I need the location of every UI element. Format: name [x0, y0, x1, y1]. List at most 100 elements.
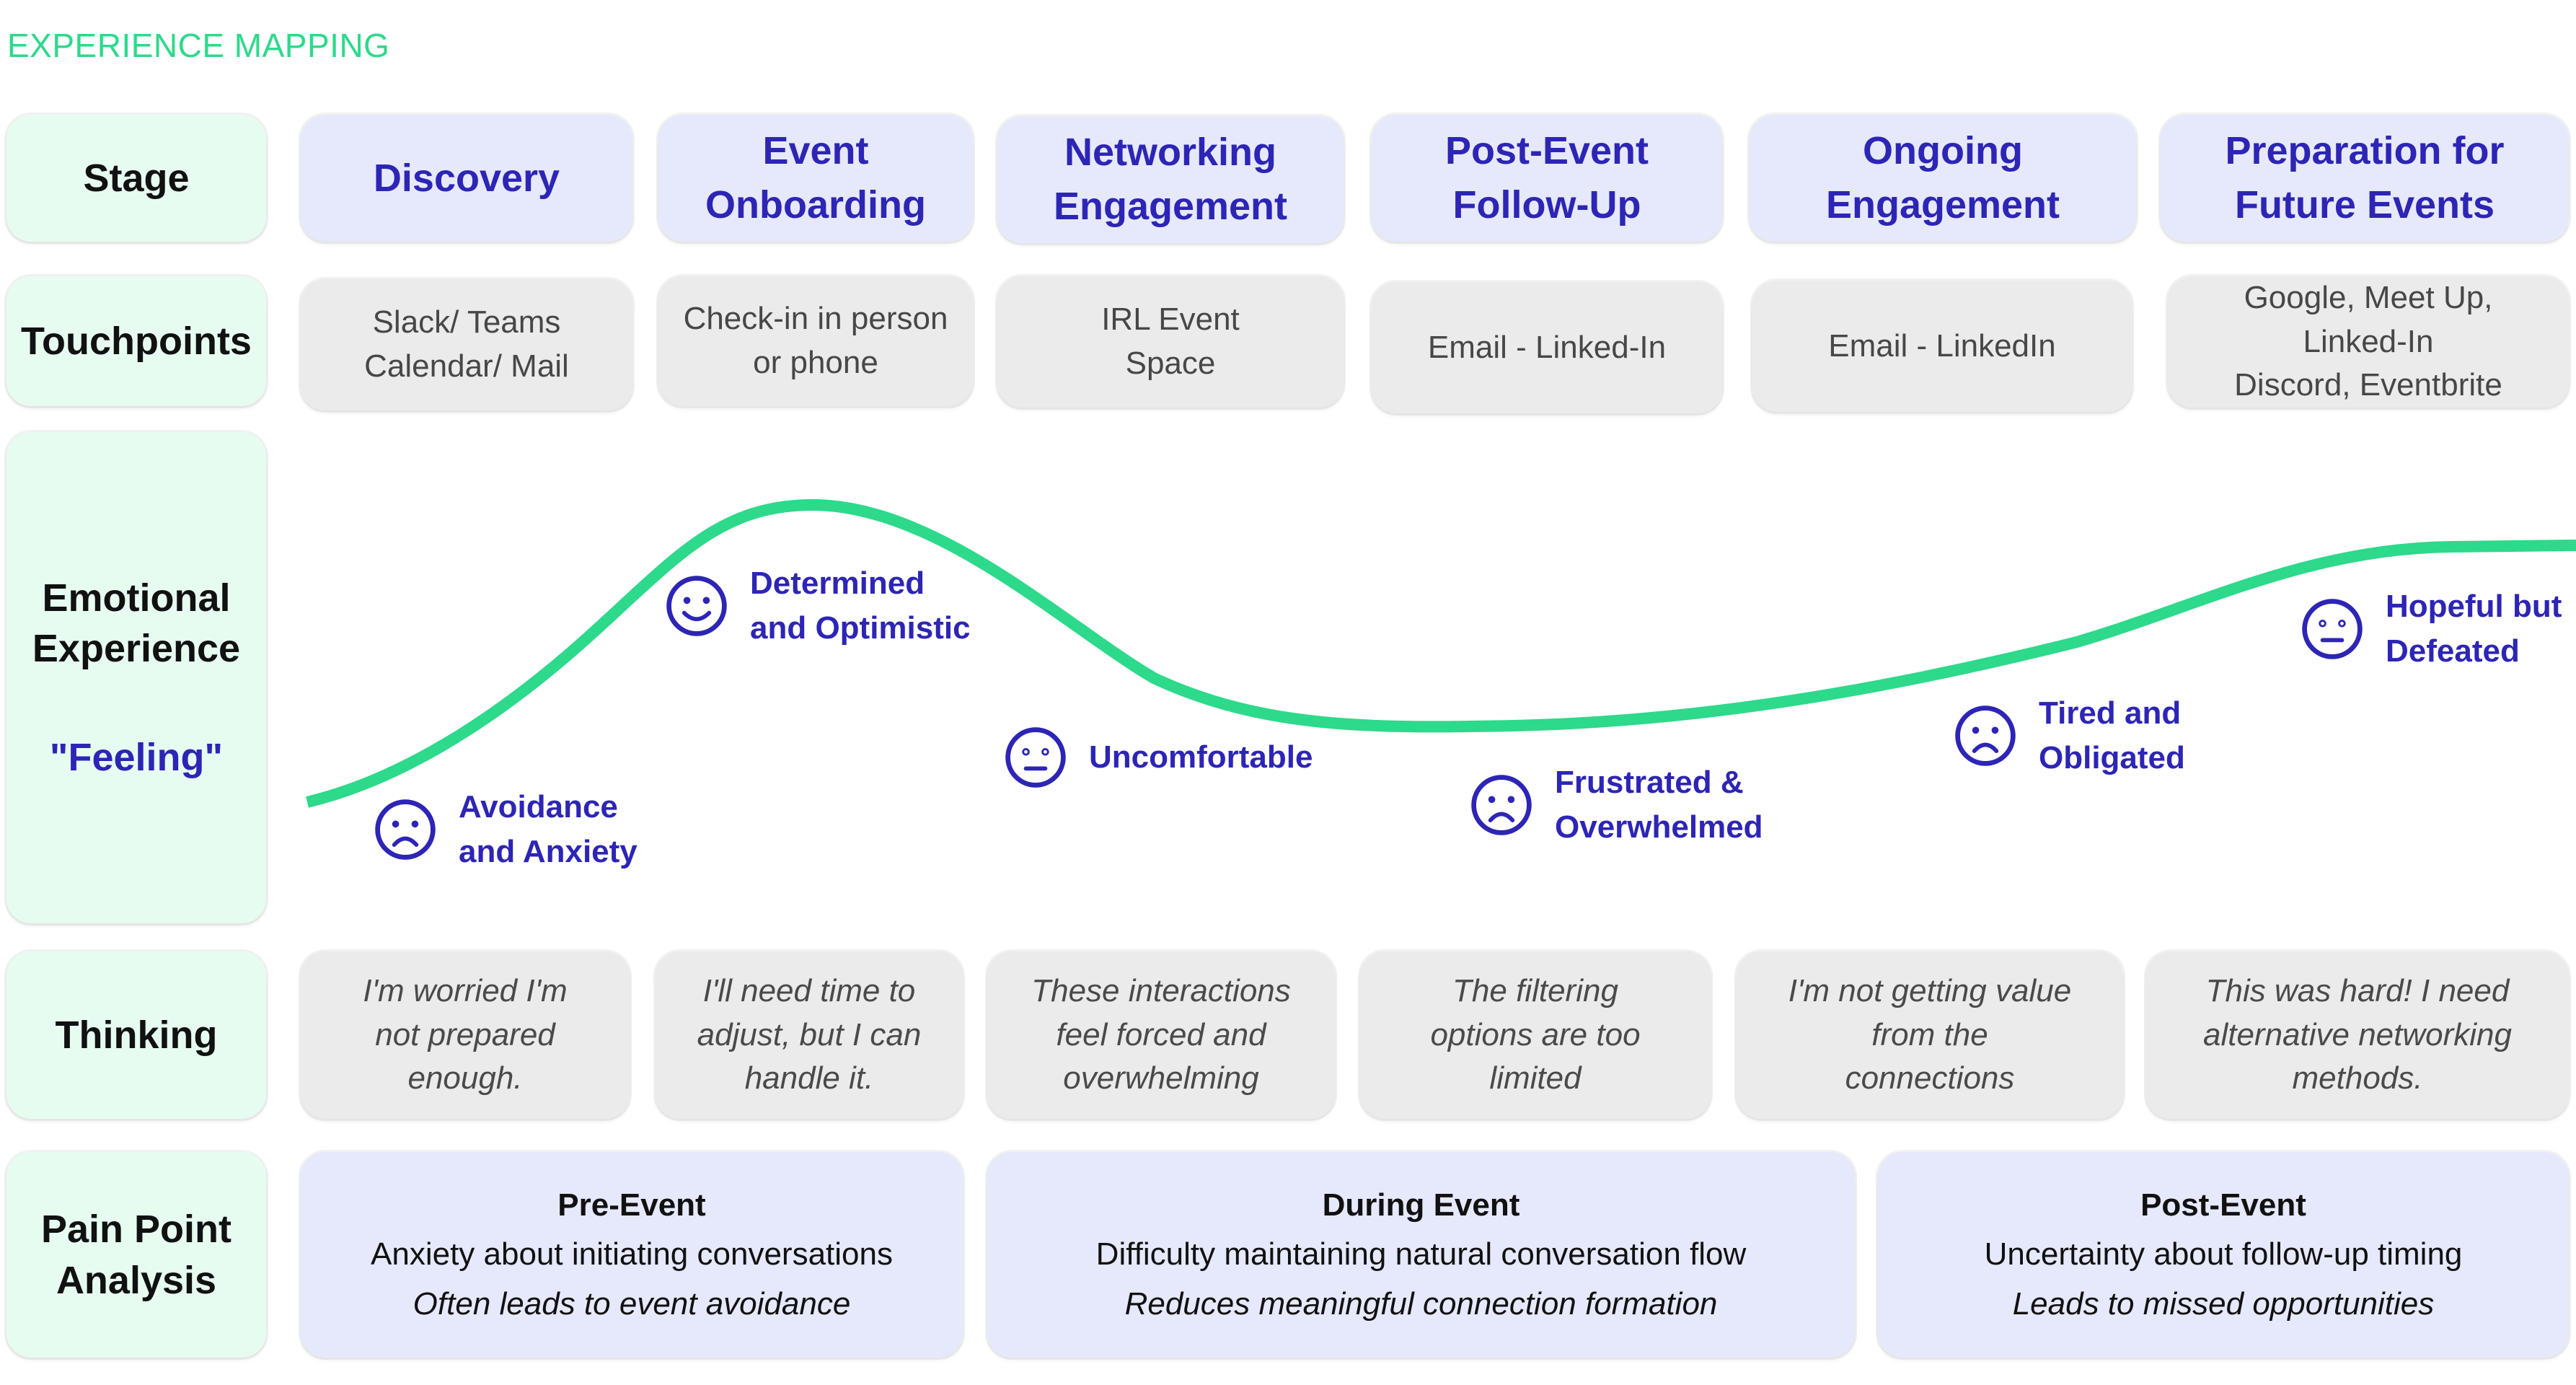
thinking-line: connections [1845, 1060, 2015, 1096]
row-label-feeling: "Feeling" [49, 735, 224, 779]
thinking-card-preparation: This was hard! I need alternative networ… [2146, 951, 2569, 1119]
sad-face-icon [1955, 705, 2016, 766]
neutral-face-icon [2302, 598, 2363, 659]
emotion-label: Determined and Optimistic [750, 566, 971, 646]
emotion-label: Avoidance and Anxiety [459, 789, 638, 869]
thinking-line: limited [1489, 1060, 1582, 1096]
happy-face-icon [666, 575, 727, 636]
row-label-emotional: Emotional Experience "Feeling" [6, 432, 266, 923]
touchpoint-line: Google, Meet Up, [2244, 279, 2493, 315]
stage-card-networking: Networking Engagement [997, 116, 1344, 243]
thinking-line: handle it. [744, 1060, 874, 1096]
touchpoint-line: Calendar/ Mail [364, 348, 569, 384]
touchpoint-line: or phone [753, 345, 878, 380]
touchpoint-line: Discord, Eventbrite [2234, 367, 2502, 403]
row-label-stage-text: Stage [83, 156, 190, 200]
thinking-line: alternative networking [2202, 1016, 2512, 1052]
touchpoint-card-onboarding: Check-in in person or phone [658, 276, 973, 406]
thinking-line: feel forced and [1056, 1016, 1266, 1052]
stage-title-line1: Preparation for [2225, 129, 2505, 173]
stage-title-line2: Engagement [1825, 183, 2060, 227]
touchpoint-line: Linked-In [2303, 323, 2434, 359]
touchpoint-line: Space [1125, 346, 1216, 381]
stage-title-line1: Ongoing [1863, 129, 2023, 173]
row-label-thinking: Thinking [6, 951, 266, 1119]
touchpoint-line: Email - Linked-In [1427, 329, 1667, 365]
emotion-label: Uncomfortable [1089, 739, 1313, 775]
emotion-marker: Determined and Optimistic [662, 561, 971, 650]
touchpoint-card-preparation: Google, Meet Up, Linked-In Discord, Even… [2168, 276, 2569, 408]
stage-title-line1: Networking [1064, 131, 1277, 175]
touchpoint-line: Check-in in person [683, 301, 948, 337]
stage-card-preparation: Preparation for Future Events [2161, 115, 2569, 242]
stage-title-line2: Onboarding [705, 183, 926, 227]
pain-issue: Anxiety about initiating conversations [371, 1236, 893, 1272]
row-label-thinking-text: Thinking [55, 1013, 218, 1057]
pain-heading: Pre-Event [557, 1187, 706, 1223]
stage-card-discovery: Discovery [301, 115, 632, 242]
thinking-line: I'm worried I'm [363, 972, 568, 1008]
thinking-line: The filtering [1452, 972, 1618, 1008]
thinking-line: options are too [1430, 1016, 1641, 1052]
thinking-card-discovery: I'm worried I'm not prepared enough. [301, 951, 630, 1119]
emotion-marker: Hopeful but Defeated [2298, 584, 2562, 673]
touchpoint-card-discovery: Slack/ Teams Calendar/ Mail [301, 279, 632, 410]
thinking-card-networking: These interactions feel forced and overw… [987, 951, 1335, 1119]
sad-face-icon [1471, 774, 1532, 835]
pain-impact: Leads to missed opportunities [2012, 1285, 2435, 1322]
touchpoint-card-ongoing: Email - LinkedIn [1752, 281, 2132, 412]
emotion-label: Frustrated & Overwhelmed [1555, 765, 1763, 845]
stage-title-line1: Post-Event [1444, 129, 1649, 173]
row-label-emotional-line1: Emotional [42, 576, 231, 620]
stage-card-ongoing: Ongoing Engagement [1750, 115, 2136, 242]
thinking-line: enough. [407, 1060, 523, 1096]
thinking-line: adjust, but I can [697, 1016, 922, 1052]
touchpoint-card-networking: IRL Event Space [997, 276, 1344, 408]
pain-card-during-event: During Event Difficulty maintaining natu… [987, 1152, 1855, 1358]
emotion-marker: Tired and Obligated [1951, 691, 2185, 780]
thinking-card-post-event: The filtering options are too limited [1360, 951, 1711, 1119]
row-label-pain: Pain Point Analysis [6, 1152, 266, 1358]
row-label-stage: Stage [6, 115, 266, 242]
thinking-line: methods. [2292, 1060, 2423, 1096]
row-label-touchpoints-text: Touchpoints [21, 319, 252, 363]
pain-impact: Reduces meaningful connection formation [1124, 1285, 1718, 1322]
pain-heading: During Event [1322, 1187, 1520, 1223]
row-label-touchpoints: Touchpoints [6, 276, 266, 406]
pain-issue: Uncertainty about follow-up timing [1984, 1236, 2463, 1272]
stage-title-line1: Discovery [373, 156, 560, 200]
pain-card-post-event: Post-Event Uncertainty about follow-up t… [1878, 1152, 2569, 1358]
neutral-face-icon [1005, 727, 1066, 788]
thinking-line: I'm not getting value [1788, 972, 2072, 1008]
stage-title-line2: Engagement [1053, 185, 1288, 228]
emotion-label: Hopeful but Defeated [2386, 589, 2562, 669]
emotion-marker: Avoidance and Anxiety [371, 785, 638, 874]
pain-card-pre-event: Pre-Event Anxiety about initiating conve… [301, 1152, 963, 1358]
stage-title-line2: Follow-Up [1452, 183, 1641, 227]
emotion-label: Tired and Obligated [2039, 695, 2185, 775]
emotion-marker: Frustrated & Overwhelmed [1467, 760, 1763, 849]
thinking-card-ongoing: I'm not getting value from the connectio… [1737, 951, 2123, 1119]
stage-title-line1: Event [762, 129, 869, 173]
pain-impact: Often leads to event avoidance [413, 1285, 851, 1322]
stage-card-post-event: Post-Event Follow-Up [1372, 115, 1722, 242]
thinking-line: from the [1871, 1016, 1988, 1052]
row-label-pain-line1: Pain Point [40, 1208, 231, 1252]
row-label-pain-line2: Analysis [56, 1258, 217, 1302]
sad-face-icon [375, 799, 436, 860]
emotion-marker: Uncomfortable [1001, 723, 1313, 792]
row-label-emotional-line2: Experience [32, 627, 241, 671]
touchpoint-line: IRL Event [1101, 302, 1240, 338]
touchpoint-line: Slack/ Teams [372, 304, 561, 340]
page-title: EXPERIENCE MAPPING [7, 27, 390, 64]
emotional-journey-curve [306, 498, 2576, 808]
stage-card-onboarding: Event Onboarding [658, 115, 973, 242]
thinking-line: not prepared [375, 1016, 555, 1052]
thinking-line: These interactions [1031, 972, 1291, 1008]
stage-title-line2: Future Events [2234, 183, 2495, 227]
thinking-line: overwhelming [1063, 1060, 1259, 1096]
thinking-line: I'll need time to [702, 972, 916, 1008]
thinking-card-onboarding: I'll need time to adjust, but I can hand… [656, 951, 963, 1119]
pain-issue: Difficulty maintaining natural conversat… [1095, 1236, 1747, 1272]
touchpoint-line: Email - LinkedIn [1828, 327, 2056, 364]
